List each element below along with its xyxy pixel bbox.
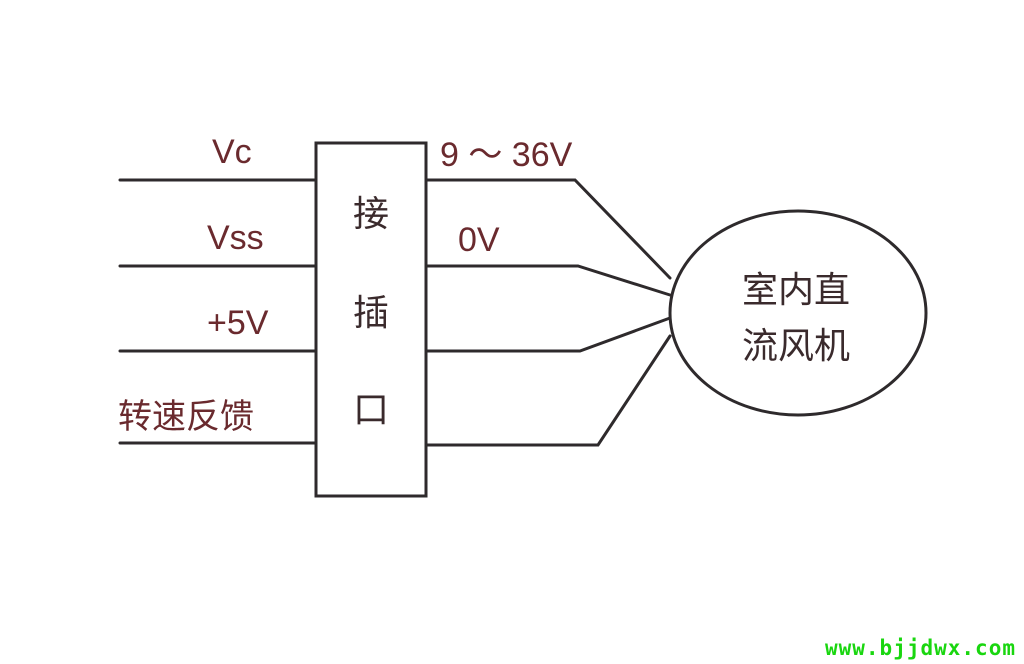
motor-label-line-2: 流风机	[742, 326, 850, 367]
label-vss: Vss	[207, 219, 264, 257]
connector-box	[314, 141, 428, 498]
label-voltage-range: 9 ～ 36V	[440, 136, 573, 174]
connector-char-3: 口	[353, 390, 389, 431]
watermark-text: www.bjjdwx.com	[824, 636, 1016, 660]
label-0v: 0V	[458, 221, 500, 259]
label-5v: +5V	[207, 304, 269, 342]
wire-out-3	[424, 316, 672, 353]
connector-char-2: 插	[353, 293, 389, 334]
label-speed-feedback: 转速反馈	[118, 397, 254, 437]
connector-char-1: 接	[353, 194, 389, 235]
motor-label-line-1: 室内直	[742, 270, 850, 311]
wire-out-2	[424, 264, 672, 297]
wire-out-4	[424, 334, 672, 447]
label-vc: Vc	[212, 133, 252, 171]
wire-out-1	[424, 178, 672, 280]
motor-ellipse	[668, 209, 928, 417]
